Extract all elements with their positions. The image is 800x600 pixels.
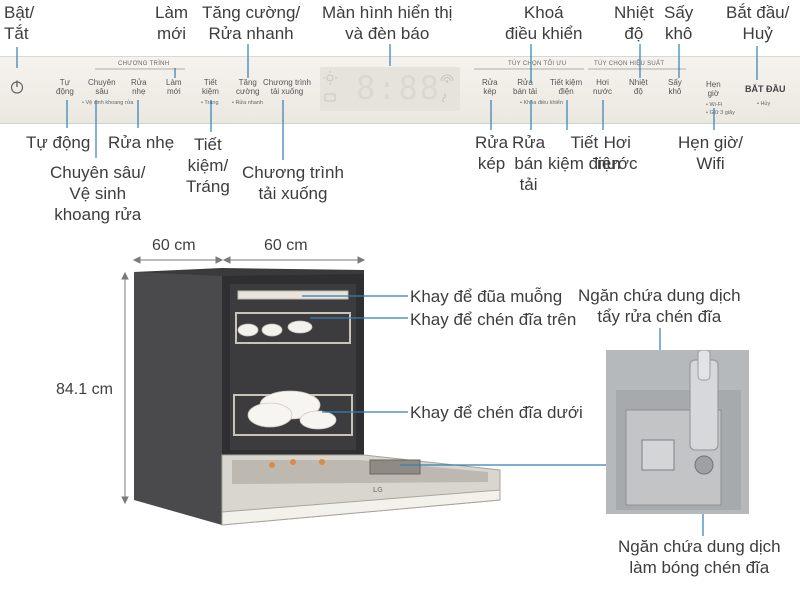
display-icons xyxy=(323,71,454,103)
performance-header-line xyxy=(588,68,686,70)
btn-half-sub: • Khóa điều khiển xyxy=(520,100,563,106)
btn-half[interactable]: Rửa bán tải xyxy=(513,78,538,96)
label-steam: Hơi nước xyxy=(597,133,638,173)
btn-delay[interactable]: Hẹn giờ xyxy=(706,80,721,98)
dimension-depth: 60 cm xyxy=(152,237,196,254)
btn-delay-sub1: • Wi-Fi xyxy=(706,102,723,108)
label-gentle: Rửa nhẹ xyxy=(108,133,175,152)
btn-eco[interactable]: Tiết kiệm xyxy=(202,78,219,96)
label-cutlery-tray: Khay để đũa muỗng xyxy=(410,287,563,306)
btn-download[interactable]: Chương trình tải xuống xyxy=(263,78,311,96)
label-start: Bắt đầu/ Huỷ xyxy=(726,3,790,43)
btn-refresh[interactable]: Làm mới xyxy=(166,78,182,96)
btn-start-sub: • Hủy xyxy=(757,101,771,107)
steam-icon xyxy=(441,93,447,103)
label-display: Màn hình hiển thị và đèn báo xyxy=(322,3,453,43)
btn-turbo[interactable]: Tăng cường xyxy=(236,78,260,96)
display-window: 8:88 xyxy=(320,67,460,111)
program-header-line xyxy=(95,68,185,70)
btn-dry[interactable]: Sấy khô xyxy=(668,78,682,96)
dimension-height: 84.1 cm xyxy=(56,381,113,398)
options-header-line xyxy=(474,68,584,70)
btn-dual[interactable]: Rửa kép xyxy=(482,78,498,96)
label-turbo: Tăng cường/ Rửa nhanh xyxy=(202,3,301,43)
sun-icon xyxy=(323,71,337,85)
label-dry: Sấy khô xyxy=(664,3,694,43)
btn-steam[interactable]: Hơi nước xyxy=(593,78,613,96)
btn-temp[interactable]: Nhiệt độ xyxy=(629,78,648,96)
btn-turbo-sub: • Rửa nhanh xyxy=(232,100,263,106)
btn-gentle[interactable]: Rửa nhẹ xyxy=(131,78,147,96)
label-power: Bật/ Tắt xyxy=(4,3,35,43)
btn-intensive[interactable]: Chuyên sâu xyxy=(88,78,116,96)
power-button[interactable] xyxy=(9,79,25,95)
label-refresh: Làm mới xyxy=(155,3,189,43)
label-delay: Hẹn giờ/ Wifi xyxy=(678,133,744,173)
label-eco: Tiết kiệm/ Tráng xyxy=(186,135,230,196)
performance-header: TÙY CHỌN HIỆU SUẤT xyxy=(594,61,665,67)
brand-logo: LG xyxy=(373,487,383,494)
label-lower-rack: Khay để chén đĩa dưới xyxy=(410,403,583,422)
dimension-lines xyxy=(121,256,366,505)
label-dual: Rửa kép xyxy=(475,133,509,173)
btn-eco-sub: • Tráng xyxy=(201,100,219,106)
label-detergent: Ngăn chứa dung dịch tẩy rửa chén đĩa xyxy=(578,286,741,326)
options-header: TÙY CHỌN TỐI ƯU xyxy=(508,61,567,67)
btn-auto[interactable]: Tự động xyxy=(56,78,74,96)
wifi-icon xyxy=(440,74,454,83)
btn-intensive-sub: • Vệ sinh khoang rửa xyxy=(82,100,134,106)
dispenser-illustration xyxy=(606,350,749,514)
panel-callout-lines xyxy=(16,44,758,160)
label-rinse-aid: Ngăn chứa dung dịch làm bóng chén đĩa xyxy=(618,537,781,577)
btn-energy[interactable]: Tiết kiệm điện xyxy=(550,78,583,96)
btn-start[interactable]: BẮT ĐẦU xyxy=(745,84,786,94)
btn-delay-sub2: • Giữ 3 giây xyxy=(706,110,735,116)
label-upper-rack: Khay để chén đĩa trên xyxy=(410,310,577,329)
label-intensive: Chuyên sâu/ Vệ sinh khoang rửa xyxy=(50,163,146,224)
program-header: CHƯƠNG TRÌNH xyxy=(118,61,170,67)
dimension-width: 60 cm xyxy=(264,237,308,254)
label-temp: Nhiệt độ xyxy=(614,3,654,43)
label-download: Chương trình tải xuống xyxy=(242,163,344,203)
label-lock: Khoá điều khiển xyxy=(505,3,583,43)
display-digits: 8:88 xyxy=(356,69,442,107)
label-energy: Tiết kiệm điện xyxy=(548,133,621,173)
dishwasher-illustration xyxy=(134,268,501,526)
label-auto: Tự động xyxy=(26,133,91,152)
component-callout-lines xyxy=(302,295,704,536)
label-half: Rửa bán tải xyxy=(512,133,546,194)
rinse-icon xyxy=(324,93,336,102)
dispenser-inset xyxy=(606,350,749,514)
control-panel: CHƯƠNG TRÌNH Tự động Chuyên sâu • Vệ sin… xyxy=(0,56,800,124)
